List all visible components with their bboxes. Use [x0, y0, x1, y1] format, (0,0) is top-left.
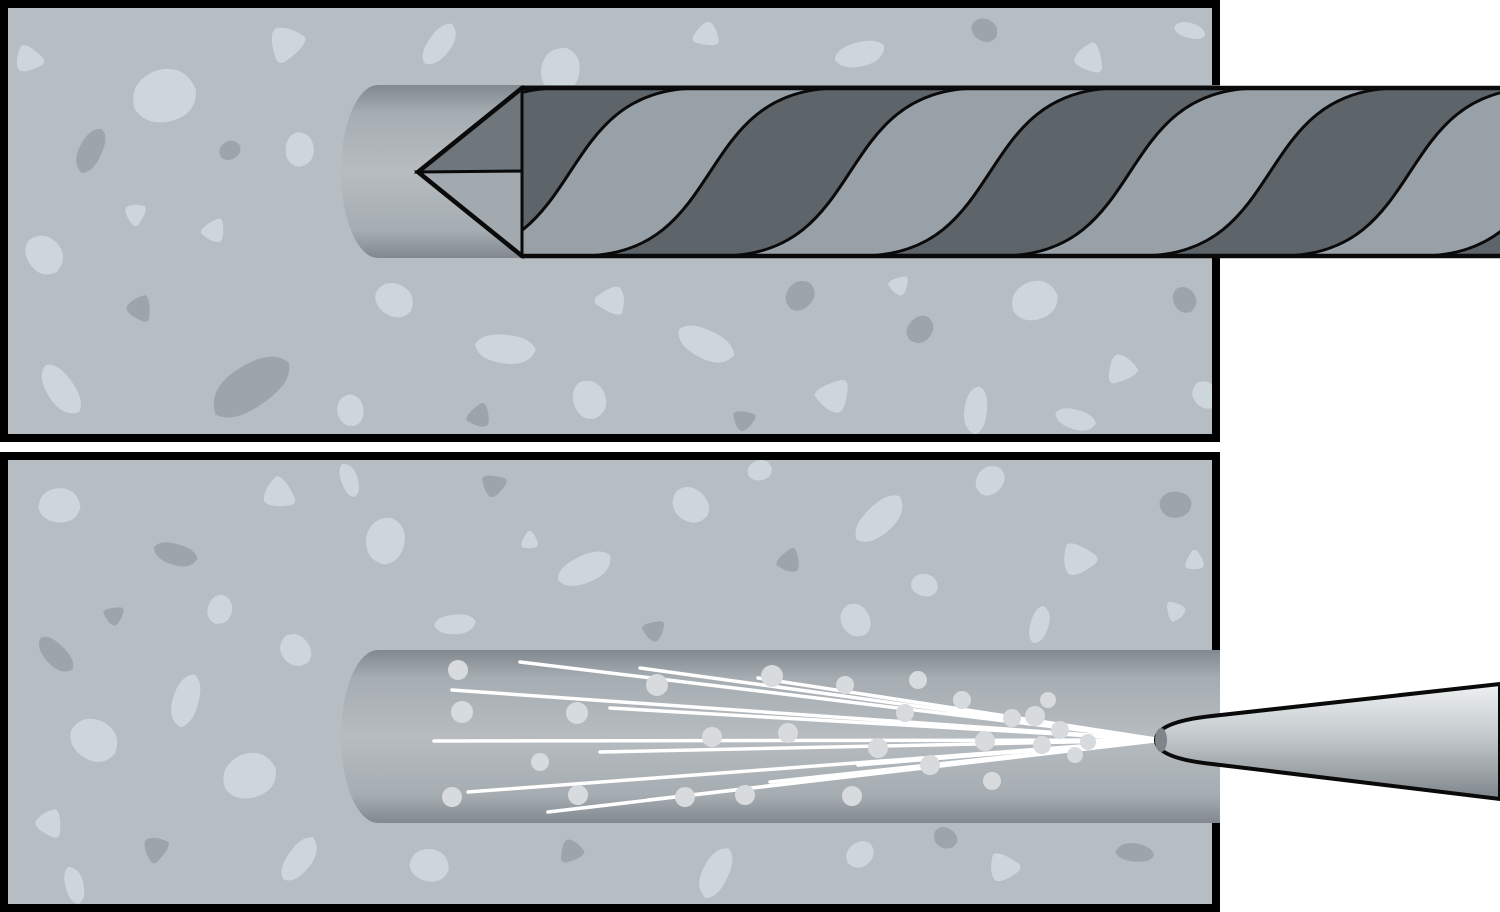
dust-particle	[1003, 709, 1021, 727]
drill-bit	[413, 84, 1500, 260]
dust-particle	[953, 691, 971, 709]
dust-particle	[442, 787, 462, 807]
drill-flute-band	[719, 88, 1121, 256]
dust-particle	[1025, 706, 1045, 726]
dust-particle	[451, 701, 473, 723]
dust-particle	[1040, 692, 1056, 708]
drill-outline	[414, 85, 1500, 259]
dust-particle	[975, 731, 995, 751]
dust-particle	[983, 772, 1001, 790]
nozzle-opening	[1155, 728, 1167, 752]
drill-flutes	[520, 88, 1500, 256]
dust-particle	[778, 723, 798, 743]
dust-particle	[842, 786, 862, 806]
drill-flute-band	[1279, 91, 1500, 256]
dust-particle	[761, 665, 783, 687]
dust-cloud	[442, 660, 1096, 807]
air-jet-line	[856, 738, 1164, 767]
dust-particle	[646, 674, 668, 696]
dust-particle	[836, 676, 854, 694]
panel-blowout-step	[0, 452, 1500, 912]
panel-drilling-step	[0, 0, 1500, 442]
drill-flute-band	[999, 88, 1401, 256]
dust-particle	[735, 785, 755, 805]
drill-flute-band	[520, 88, 841, 256]
dust-particle	[1051, 721, 1069, 739]
dust-particle	[675, 787, 695, 807]
dust-particle	[909, 671, 927, 689]
dust-particle	[1033, 736, 1051, 754]
dust-particle	[1067, 747, 1083, 763]
dust-particle	[868, 738, 888, 758]
dust-particle	[1080, 734, 1096, 750]
dust-particle	[566, 702, 588, 724]
dust-particle	[531, 753, 549, 771]
air-jet-line	[608, 706, 1164, 742]
dust-particle	[448, 660, 468, 680]
dust-particle	[568, 785, 588, 805]
dust-particle	[702, 727, 722, 747]
blowout-nozzle	[1153, 681, 1500, 802]
dust-particle	[920, 755, 940, 775]
dust-particle	[896, 704, 914, 722]
